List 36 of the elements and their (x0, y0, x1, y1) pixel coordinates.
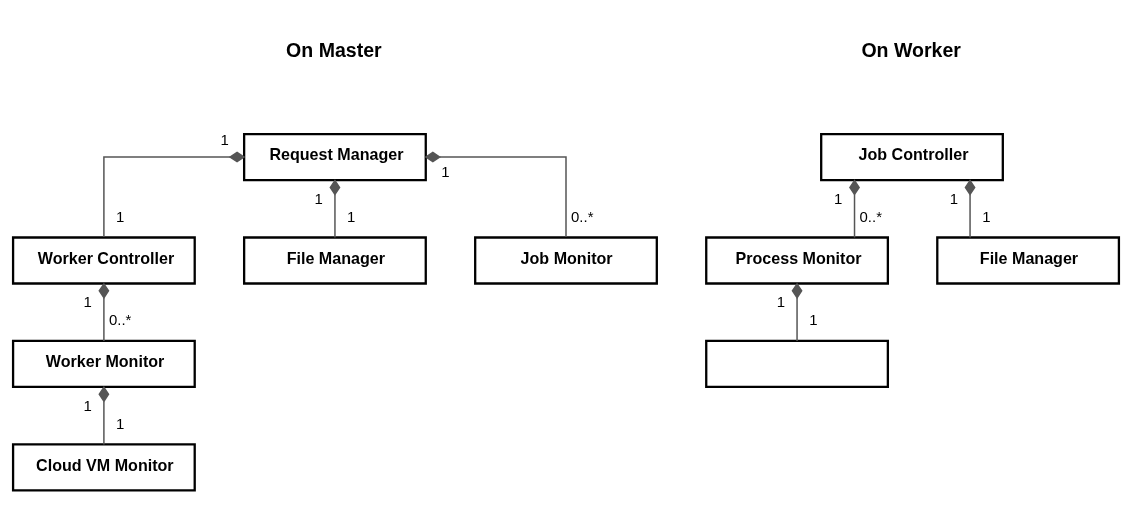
label: On Worker (861, 38, 961, 61)
node-label: 1 (347, 207, 356, 225)
connector (964, 178, 976, 238)
node-box: File Manager (936, 235, 1121, 285)
node-label: 1 (834, 189, 843, 207)
node-label: 1 (83, 292, 92, 310)
node-label: 0..* (859, 207, 882, 225)
node-box: Job Monitor (474, 235, 658, 285)
node-box: File Manager (243, 235, 427, 285)
label: On Master (286, 38, 382, 61)
node-box (705, 339, 889, 388)
node-label: 1 (949, 189, 958, 207)
node-label: 0..* (108, 310, 132, 328)
node-label: 0..* (571, 207, 594, 225)
node-box: Job Controller (820, 132, 1004, 181)
node-box: Worker Monitor (11, 339, 196, 388)
connector (791, 282, 803, 342)
node-label: 1 (441, 162, 450, 180)
node-label: 1 (115, 414, 125, 432)
node-label: 1 (982, 207, 991, 225)
node-box: Process Monitor (705, 235, 889, 285)
node-label: 1 (314, 189, 323, 207)
connector (329, 178, 341, 238)
node-box: Request Manager (243, 132, 427, 181)
node-label: 1 (809, 310, 818, 328)
node-label: 1 (776, 292, 785, 310)
node-label: 1 (83, 396, 92, 414)
connector (98, 282, 110, 342)
node-box: Worker Controller (11, 235, 196, 285)
connector (98, 385, 110, 445)
node-label: 1 (115, 207, 125, 225)
node-box: Cloud VM Monitor (11, 442, 196, 492)
connector (103, 151, 246, 238)
node-label: 1 (220, 130, 229, 148)
connector (849, 178, 861, 238)
connector (424, 151, 567, 238)
